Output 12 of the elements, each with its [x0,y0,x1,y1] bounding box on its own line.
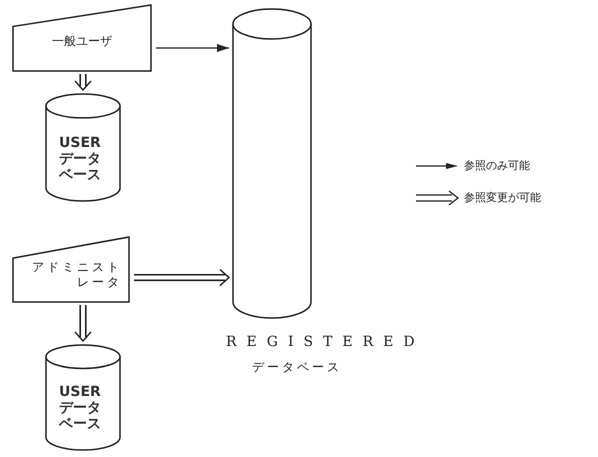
node-label: USER データベース [59,135,102,184]
double-arrow [74,305,92,342]
heading-text: REGISTERED [226,334,426,352]
node-label: データベース [252,360,343,375]
legend-label: 参照変更が可能 [464,190,541,205]
legend-label: 参照のみ可能 [464,158,530,173]
double-arrow [134,268,230,286]
node-label: 一般ユーザ [51,34,113,49]
node-label: アドミニストレータ [31,260,122,290]
node-label: USER データベース [59,384,102,432]
double-arrow [74,74,92,91]
arrow [156,44,229,52]
